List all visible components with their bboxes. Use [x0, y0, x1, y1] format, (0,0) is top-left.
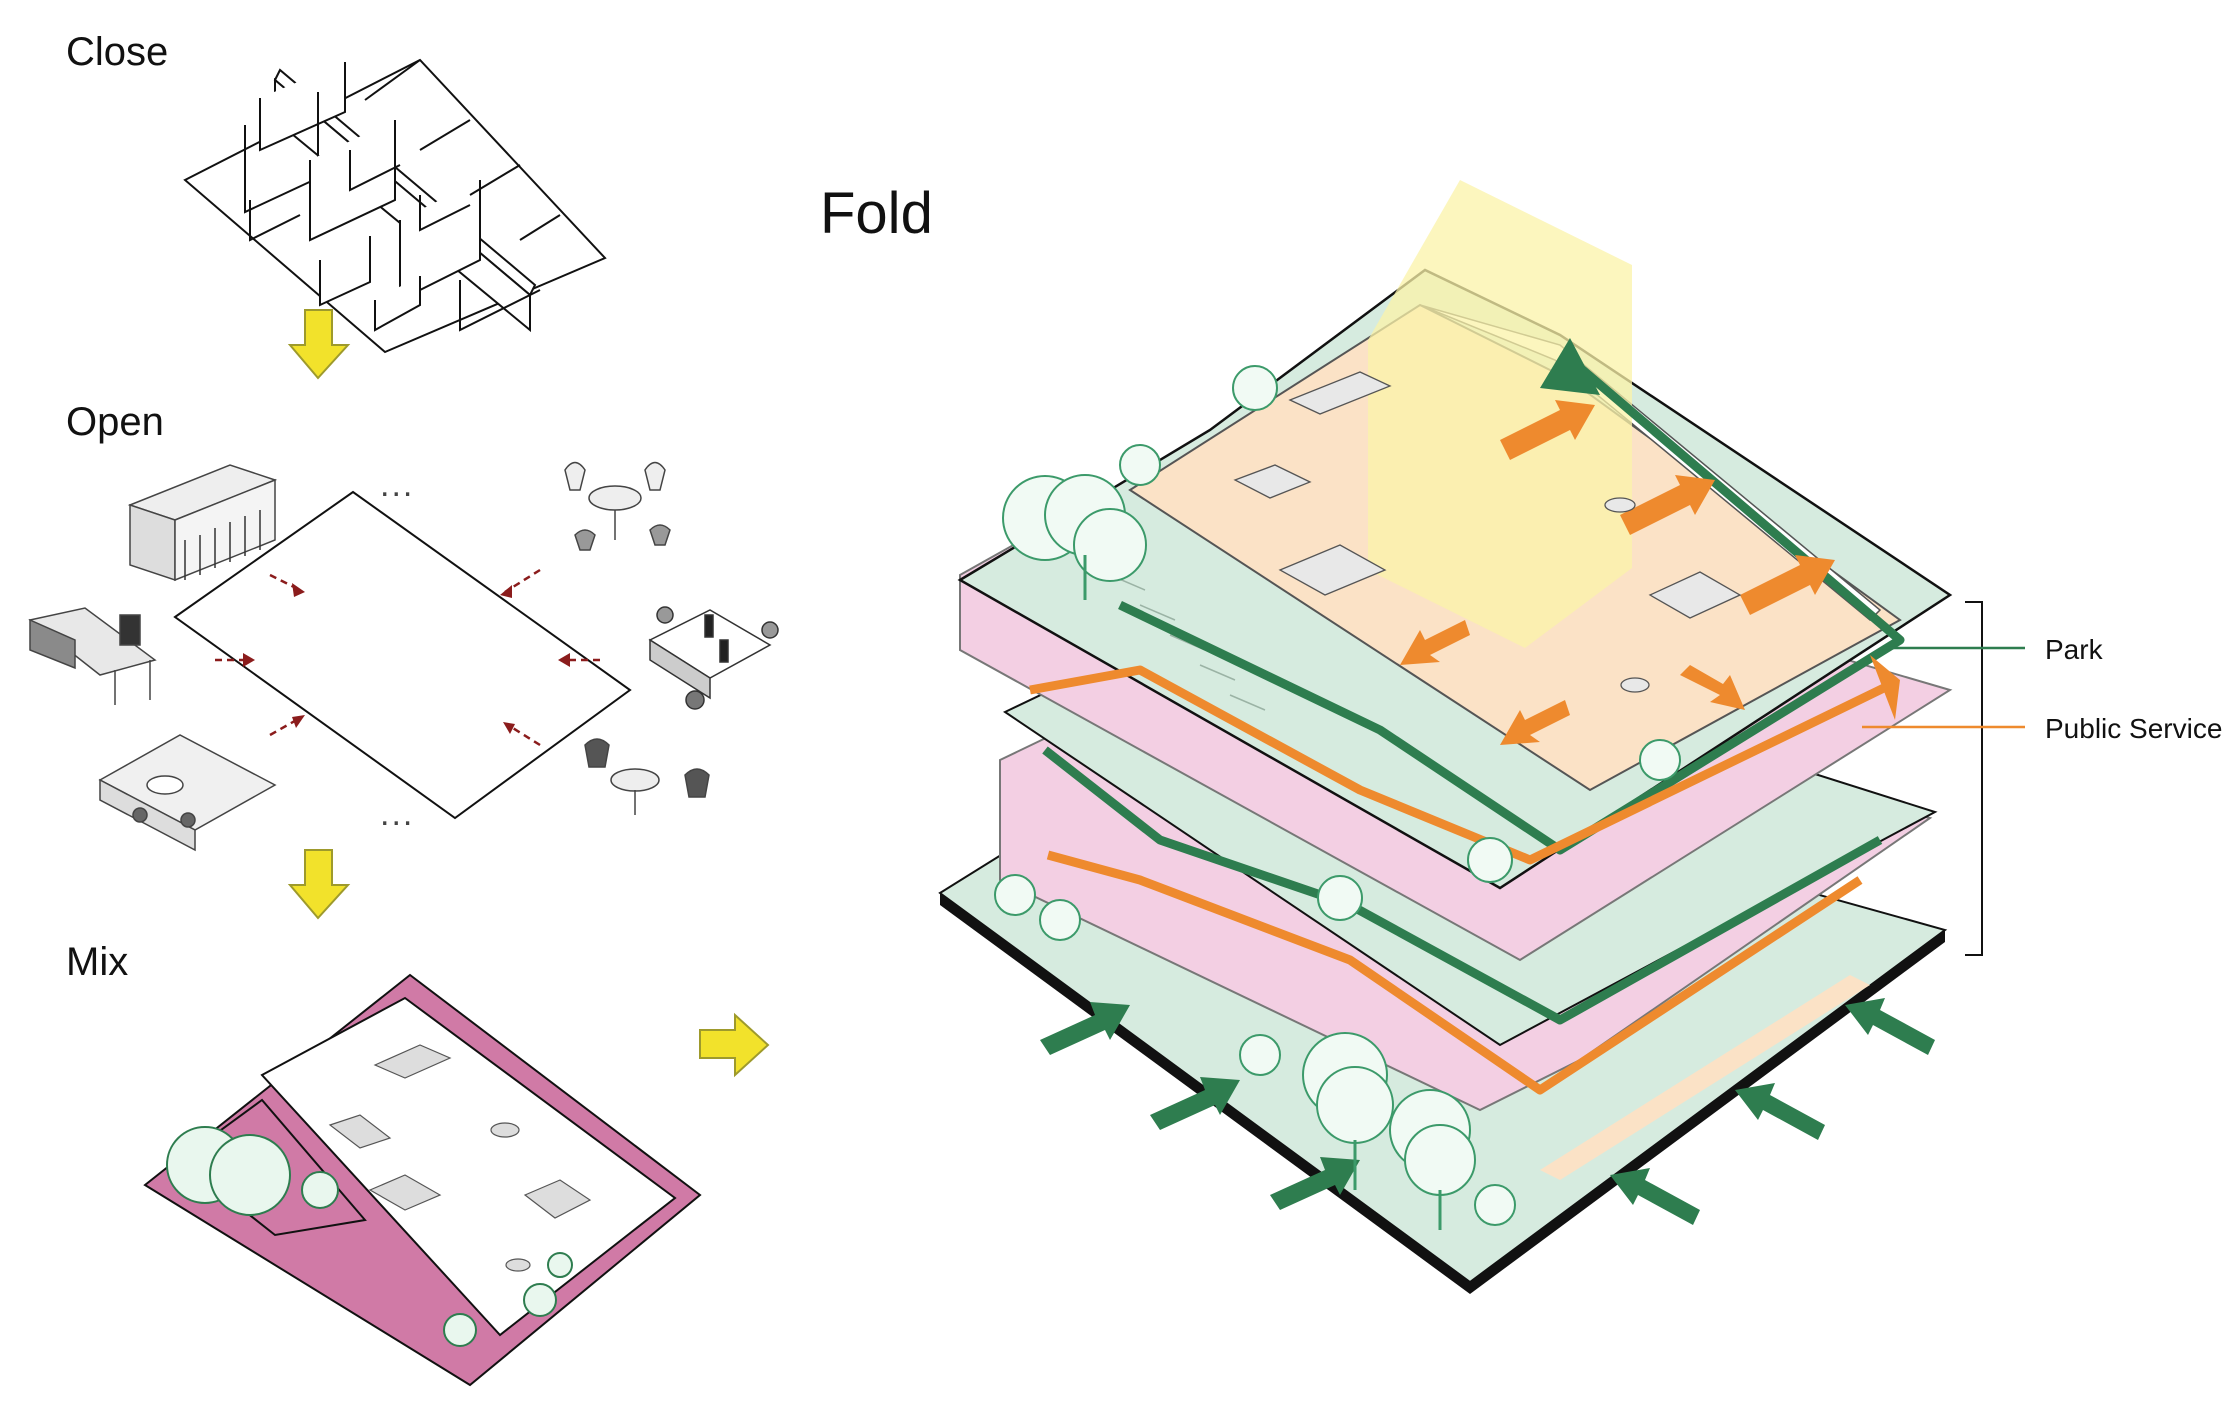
ellipsis-top: ...: [380, 466, 415, 504]
step-label-open: Open: [66, 400, 164, 444]
cafe-table-furniture-bottom: [584, 738, 710, 815]
lounge-sofa-furniture: [98, 734, 277, 852]
light-beam: [1368, 180, 1632, 648]
step-label-close: Close: [66, 30, 169, 74]
arrow-down-icon: [287, 309, 351, 380]
public-service-arrowhead: [1870, 655, 1900, 720]
close-cubicle-diagram: [183, 58, 607, 354]
mix-white-floor: [260, 996, 677, 1337]
tree-icon: [994, 365, 1681, 1226]
mix-diagram: [143, 973, 702, 1387]
open-plan-diagram: [28, 461, 779, 852]
tree-trunks: [1083, 555, 1442, 1230]
legend-bracket: [1965, 601, 1983, 956]
step-label-mix: Mix: [66, 940, 129, 984]
bar-table-furniture: [127, 464, 278, 582]
park-path-arrowhead: [1540, 338, 1600, 395]
tree-icon: [166, 1126, 573, 1347]
arrow-down-icon: [287, 849, 351, 920]
workstation-furniture: [648, 606, 779, 710]
inward-flow-arrowheads: [243, 583, 570, 734]
fold-building-diagram: [938, 180, 2025, 1294]
open-floor-plate: [173, 490, 632, 820]
public-service-path: [1029, 665, 1892, 1095]
cafe-table-furniture-top: [564, 461, 671, 551]
legend-label-park: Park: [2045, 634, 2103, 665]
desk-furniture: [28, 607, 157, 705]
top-floor-furniture: [1233, 371, 1742, 693]
legend-label-public-service: Public Service: [2045, 713, 2223, 744]
public-service-entry-arrows: [1400, 400, 1835, 745]
fold-title: Fold: [820, 181, 933, 246]
arrow-right-icon: [699, 1012, 770, 1078]
ellipsis-bottom: ...: [380, 795, 415, 833]
park-entry-arrows: [1040, 998, 1935, 1225]
